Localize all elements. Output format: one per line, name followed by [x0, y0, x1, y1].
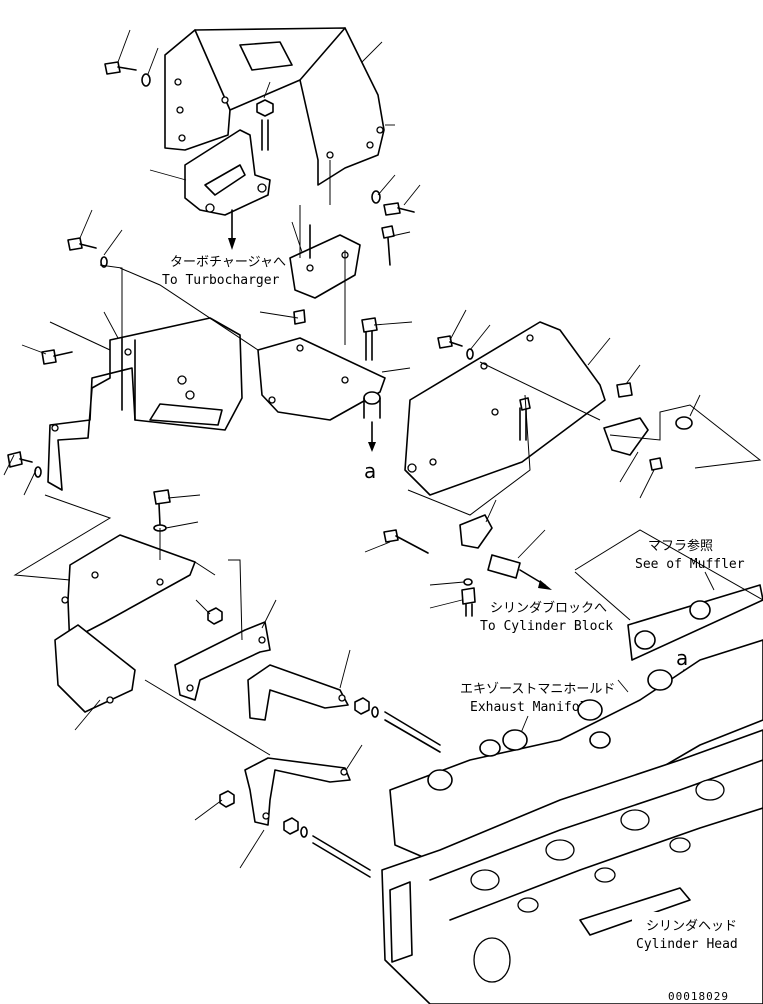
- bolt-set-top: [104, 61, 415, 216]
- ref-a-1: a: [364, 459, 376, 483]
- label-muffler: マフラ参照 See of Muffler: [635, 538, 745, 591]
- assembly-lines: [13, 160, 763, 756]
- right-heat-shield: [404, 321, 633, 496]
- label-cylinder-head-en: Cylinder Head: [636, 937, 738, 952]
- label-exhaust-manifold-jp: エキゾーストマニホールド: [460, 682, 615, 697]
- leader-lines: [3, 29, 701, 869]
- bracket-left-large: [47, 317, 243, 491]
- label-cylinder-block: シリンダブロックへ To Cylinder Block: [480, 600, 613, 634]
- label-cylinder-block-en: To Cylinder Block: [480, 619, 613, 634]
- muffler-pipe: [627, 584, 763, 661]
- label-cylinder-block-jp: シリンダブロックへ: [490, 600, 607, 616]
- bracket-top-left: [184, 129, 271, 216]
- label-muffler-jp: マフラ参照: [648, 538, 713, 554]
- arrow-ref-a-1: a: [364, 421, 376, 483]
- label-turbocharger-jp: ターボチャージャへ: [170, 255, 286, 270]
- upper-heat-shield: [164, 27, 385, 186]
- studs-and-nuts: [283, 697, 441, 878]
- bracket-lower-left: [54, 489, 196, 713]
- label-turbocharger: ターボチャージャへ To Turbocharger: [162, 255, 286, 288]
- label-exhaust-manifold-en: Exhaust Manifold: [470, 700, 595, 715]
- label-cylinder-head: シリンダヘッド Cylinder Head: [632, 912, 750, 952]
- label-turbocharger-en: To Turbocharger: [162, 273, 280, 288]
- label-exhaust-manifold: エキゾーストマニホールド Exhaust Manifold: [460, 682, 615, 741]
- label-muffler-en: See of Muffler: [635, 557, 745, 572]
- bracket-lower-center: [174, 607, 351, 826]
- ref-a-2: a: [676, 646, 688, 670]
- clamp-to-cylinder-block: [383, 514, 552, 617]
- arrow-to-turbocharger: [228, 209, 236, 250]
- small-bracket-middle: [289, 224, 361, 299]
- bolt-mid-right: [381, 225, 395, 266]
- label-cylinder-head-jp: シリンダヘッド: [646, 919, 737, 934]
- bolt-set-left: [7, 237, 108, 478]
- bracket-center: [257, 309, 386, 421]
- drawing-code: 00018029: [668, 990, 729, 1003]
